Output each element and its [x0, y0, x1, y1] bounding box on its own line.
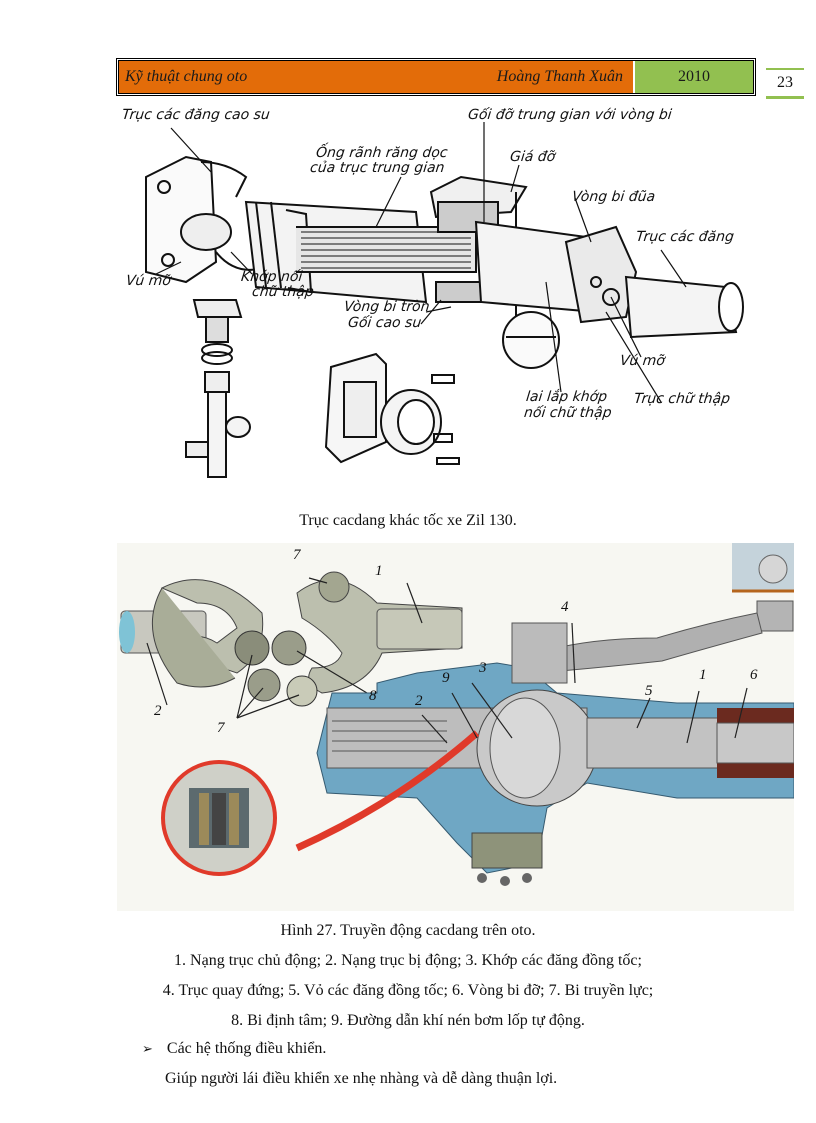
- label-rubber-cardan-shaft: Trục các đăng cao su: [121, 107, 271, 123]
- label-cardan-shaft: Trục các đăng: [635, 229, 735, 245]
- label-center-bearing-support: Gối đỡ trung gian với vòng bi: [467, 107, 673, 123]
- callout-4: 4: [561, 599, 569, 615]
- label-splined-tube-line2: của trục trung gian: [309, 160, 446, 176]
- label-cross-joint-assembly-line2: nối chữ thập: [523, 405, 613, 421]
- label-rubber-mount: Gối cao su: [347, 315, 423, 331]
- author-name: Hoàng Thanh Xuân: [496, 68, 623, 85]
- label-grease-nipple-left: Vú mỡ: [125, 273, 172, 289]
- arrowhead-bullet-icon: ➢: [142, 1041, 153, 1056]
- callout-9: 9: [442, 670, 450, 686]
- page-number: 23: [766, 68, 804, 99]
- callout-3: 3: [479, 660, 487, 676]
- callout-2-mid: 2: [415, 693, 423, 709]
- callout-7-bottom: 7: [217, 720, 225, 736]
- year: 2010: [678, 68, 710, 85]
- callout-2-left: 2: [154, 703, 162, 719]
- section-heading-text: Các hệ thống điều khiển.: [166, 1040, 327, 1057]
- section-paragraph: Giúp người lái điều khiển xe nhẹ nhàng v…: [165, 1070, 558, 1087]
- label-cross-joint-assembly-line1: lai lắp khớp: [525, 389, 608, 405]
- callout-6: 6: [750, 667, 758, 683]
- section-heading: ➢ Các hệ thống điều khiển.: [142, 1040, 326, 1058]
- figure1-caption: Trục cacdang khác tốc xe Zil 130.: [299, 512, 517, 529]
- callout-8: 8: [369, 688, 377, 704]
- page-header: Kỹ thuật chung oto Hoàng Thanh Xuân 2010: [116, 58, 756, 96]
- callout-7-top: 7: [293, 547, 301, 563]
- label-splined-tube-line1: Ống rãnh răng dọc: [315, 145, 449, 161]
- label-roller-bearing: Vòng bi đũa: [571, 189, 657, 205]
- cv-joint-illustration: [119, 543, 794, 886]
- figure2-legend-line-3: 8. Bi định tâm; 9. Đường dẫn khí nén bơm…: [231, 1012, 585, 1029]
- driveshaft-drawing: [145, 122, 744, 478]
- label-cross-shaft: Trục chữ thập: [633, 391, 731, 407]
- header-year-band: 2010: [633, 61, 753, 93]
- book-title: Kỹ thuật chung oto: [125, 68, 248, 85]
- label-cross-joint-line1: Khớp nối: [240, 269, 304, 285]
- label-ball-bearing: Vòng bi tròn: [343, 299, 431, 315]
- callout-1-top: 1: [375, 563, 383, 579]
- figure-cv-joint-drive: 7 1 2 8 7 4 3 9 2 5 1 6: [117, 543, 794, 911]
- header-title-band: Kỹ thuật chung oto Hoàng Thanh Xuân: [119, 61, 633, 93]
- figure2-legend-line-2: 4. Trục quay đứng; 5. Vỏ các đăng đồng t…: [162, 982, 654, 999]
- callout-5: 5: [645, 683, 653, 699]
- callout-1-right: 1: [699, 667, 707, 683]
- label-bracket: Giá đỡ: [509, 149, 557, 165]
- figure2-legend-line-1: 1. Nạng trục chủ động; 2. Nạng trục bị đ…: [174, 952, 642, 969]
- figure2-caption: Hình 27. Truyền động cacdang trên oto.: [280, 922, 536, 939]
- figure-zil130-driveshaft: Trục các đăng cao su Ống rãnh răng dọc c…: [116, 102, 756, 502]
- label-cross-joint-line2: chữ thập: [251, 284, 315, 300]
- label-grease-nipple-right: Vú mỡ: [619, 353, 666, 369]
